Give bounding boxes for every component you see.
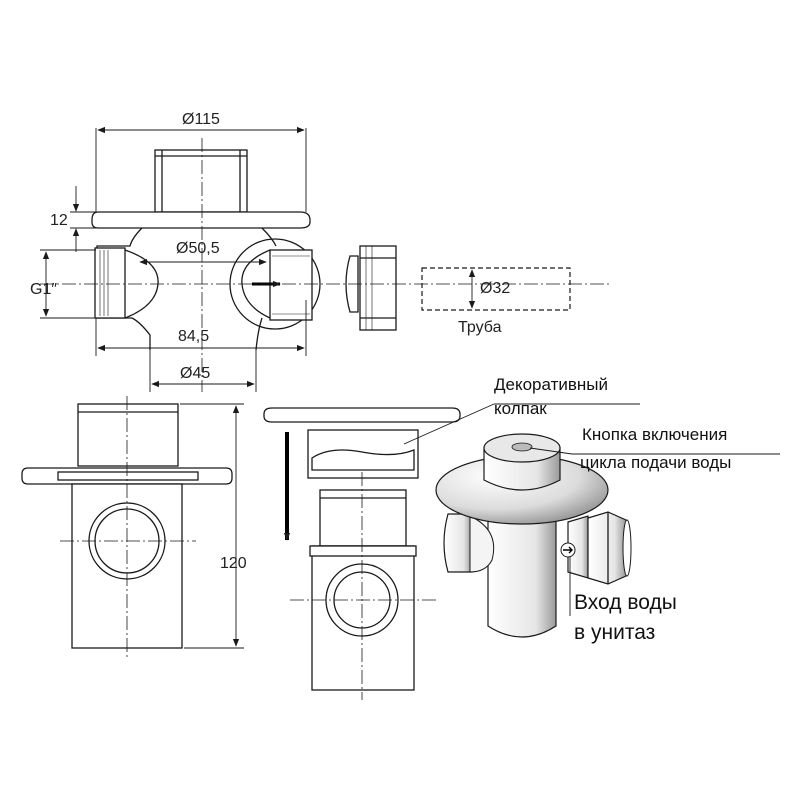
exploded-body bbox=[311, 545, 415, 691]
front-flange-inner bbox=[57, 471, 199, 481]
flange bbox=[91, 211, 311, 229]
product-left-inlet bbox=[443, 513, 473, 573]
product-3d-view bbox=[435, 433, 780, 638]
front-view: 120 bbox=[21, 396, 247, 660]
product-body bbox=[487, 509, 557, 638]
cap-inner-shape bbox=[311, 449, 415, 471]
dim-flange-thickness: 12 bbox=[50, 212, 68, 229]
product-hex-nut bbox=[587, 511, 627, 585]
left-inlet bbox=[94, 247, 126, 319]
pipe-label: Труба bbox=[458, 319, 502, 336]
callout-cap-line2: колпак bbox=[494, 399, 547, 418]
front-top-cylinder bbox=[77, 403, 179, 467]
callout-water-in: Вход воды bbox=[574, 591, 677, 614]
dim-pipe-diameter: Ø32 bbox=[480, 280, 510, 297]
dim-thread: G1″ bbox=[30, 281, 57, 298]
decorative-cap bbox=[263, 407, 461, 423]
top-view: Ø115 12 G1″ Ø50,5 Ø32 Труба 84,5 Ø45 bbox=[30, 111, 610, 392]
exploded-view bbox=[263, 403, 640, 700]
callout-button-line2: цикла подачи воды bbox=[580, 453, 731, 472]
callout-cap-line1: Декоративный bbox=[494, 375, 608, 394]
dim-height: 120 bbox=[220, 555, 247, 572]
dim-flange-diameter: Ø115 bbox=[182, 111, 220, 128]
exploded-collar bbox=[309, 545, 417, 557]
dim-length: 84,5 bbox=[178, 328, 209, 345]
dim-body-diameter: Ø45 bbox=[180, 365, 210, 382]
callout-to-toilet: в унитаз bbox=[574, 621, 655, 644]
callout-button-line1: Кнопка включения bbox=[582, 425, 727, 444]
top-cylinder bbox=[154, 149, 248, 213]
dim-inner-diameter: Ø50,5 bbox=[176, 240, 220, 257]
pipe-outline bbox=[421, 267, 571, 311]
button-stem bbox=[319, 489, 407, 547]
